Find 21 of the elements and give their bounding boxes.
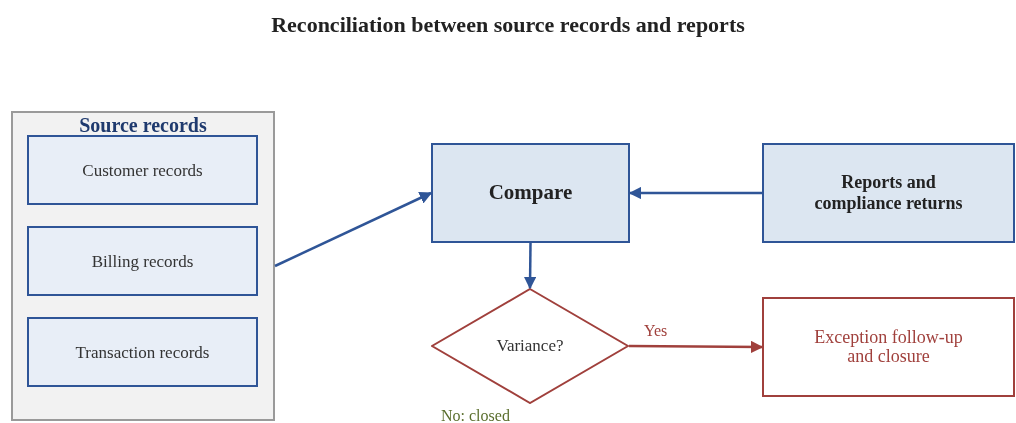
box-text: Exception follow-up and closure: [813, 328, 964, 366]
arrow: [274, 191, 433, 268]
arrow: [523, 243, 537, 290]
group-panel: [11, 111, 275, 421]
box-text: Customer records: [82, 160, 203, 180]
decision-text: Variance?: [496, 335, 564, 358]
process-box: [27, 226, 258, 296]
process-box: [431, 143, 630, 243]
box-text: Billing records: [91, 251, 194, 271]
outcome-note: No: closed: [441, 406, 510, 423]
box-text: Reports and compliance returns: [813, 172, 964, 214]
arrow: [629, 340, 764, 354]
group-heading: Source records: [78, 113, 208, 138]
box-text: Transaction records: [75, 342, 210, 362]
arrow: [628, 186, 762, 200]
process-box: [27, 135, 258, 205]
box-text: Compare: [488, 179, 573, 207]
diagram-title: Reconciliation between source records and reports: [270, 11, 746, 39]
process-box: [762, 297, 1015, 397]
process-box: [27, 317, 258, 387]
process-box: [762, 143, 1015, 243]
